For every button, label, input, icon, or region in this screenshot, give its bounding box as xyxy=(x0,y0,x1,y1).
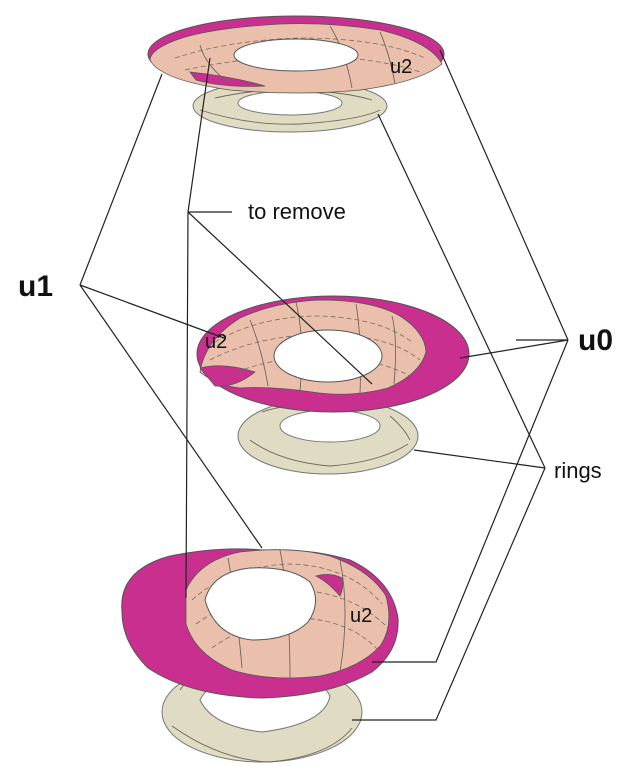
u1-leader-lines xyxy=(80,74,262,548)
label-u2-top: u2 xyxy=(390,56,412,78)
label-u2-middle: u2 xyxy=(205,331,227,353)
label-to-remove: to remove xyxy=(248,199,346,224)
bottom-level-group: u2 xyxy=(122,549,398,762)
top-disk xyxy=(148,16,444,93)
top-level-group: u2 xyxy=(148,16,444,132)
middle-level-group: u2 xyxy=(197,296,469,474)
label-rings: rings xyxy=(554,458,602,483)
label-u0: u0 xyxy=(578,324,613,357)
middle-disk-hole xyxy=(274,330,382,382)
middle-disk xyxy=(197,296,469,412)
label-u1: u1 xyxy=(18,270,53,303)
top-disk-hole xyxy=(234,39,358,71)
label-u2-bottom: u2 xyxy=(350,605,372,627)
